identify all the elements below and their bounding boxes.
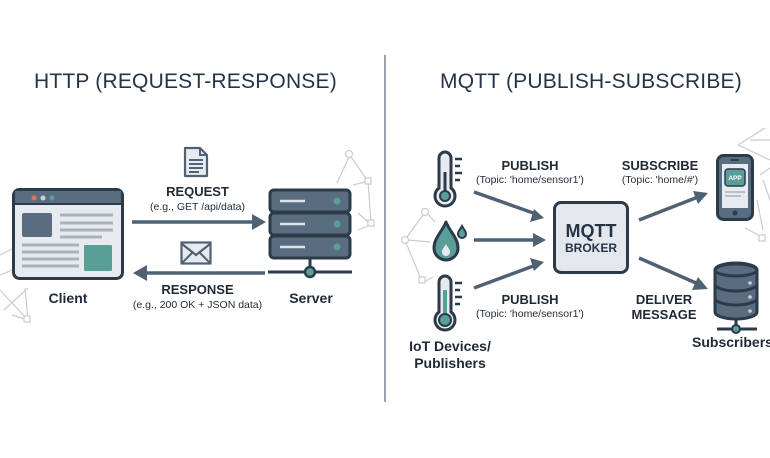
document-icon [183,146,209,178]
client-browser-icon [12,188,124,280]
broker-title: MQTT [565,220,617,241]
client-label: Client [48,290,88,306]
subscribe-detail: (Topic: 'home/#') [621,174,699,186]
publishers-label-line2: Publishers [414,355,486,371]
subscribe-arrow [638,195,699,222]
http-title: HTTP (REQUEST-RESPONSE) [34,70,337,93]
request-arrow [132,214,266,230]
publishers-label-line1: IoT Devices/ [409,338,491,354]
subscribe-label: SUBSCRIBE [621,158,699,173]
publish-bottom-detail: (Topic: 'home/sensor1') [476,308,584,320]
publish-middle-arrowhead [533,233,546,247]
publish-bottom-label: PUBLISH [501,292,559,307]
deliver-arrowhead [692,277,708,290]
broker-subtitle: BROKER [564,240,617,255]
subscribers-label: Subscribers [692,334,770,350]
server-icon [268,188,352,279]
thermometer-icon [433,274,462,332]
section-divider [384,55,386,402]
mqtt-broker: MQTT BROKER [553,201,629,274]
subscribe-arrowhead [693,191,708,204]
publish-bottom-arrowhead [530,258,544,271]
water-drop-icon [432,220,468,262]
publish-top-arrow [473,190,537,216]
request-label: REQUEST [166,184,229,199]
server-label: Server [289,290,333,306]
response-label: RESPONSE [161,282,234,297]
response-detail: (e.g., 200 OK + JSON data) [132,299,263,311]
deliver-arrow [638,256,697,285]
smartphone-icon [716,154,754,221]
publish-top-detail: (Topic: 'home/sensor1') [476,174,584,186]
envelope-icon [180,241,212,265]
publish-top-arrowhead [530,209,544,222]
publish-bottom-arrow [473,263,537,290]
response-arrow [133,265,265,281]
thermometer-icon [433,150,462,208]
deliver-label-line1: DELIVER [635,292,693,307]
publish-top-label: PUBLISH [501,158,559,173]
request-detail: (e.g., GET /api/data) [150,201,245,213]
mqtt-title: MQTT (PUBLISH-SUBSCRIBE) [440,70,742,93]
database-icon [713,261,759,334]
app-badge: APP [728,175,742,182]
deliver-label-line2: MESSAGE [631,307,697,322]
